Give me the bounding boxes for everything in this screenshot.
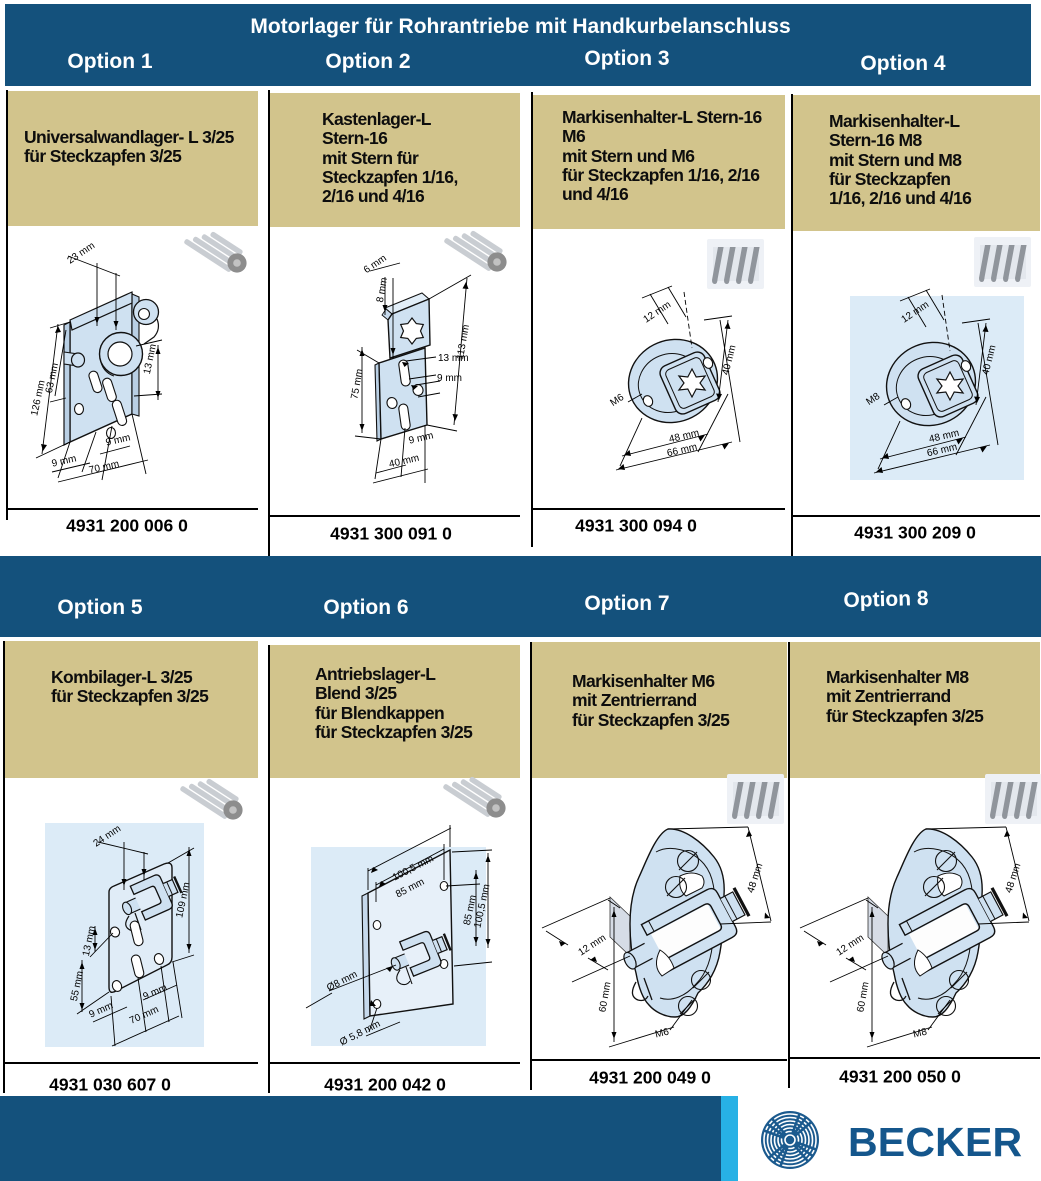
svg-text:13 mm: 13 mm [142, 343, 159, 375]
svg-text:M8: M8 [912, 1026, 928, 1040]
svg-text:8 mm: 8 mm [375, 277, 390, 304]
svg-text:60 mm: 60 mm [597, 981, 613, 1013]
svg-text:12 mm: 12 mm [834, 932, 866, 958]
svg-text:13 mm: 13 mm [438, 353, 469, 364]
svg-text:9 mm: 9 mm [408, 430, 435, 446]
svg-text:9 mm: 9 mm [105, 432, 132, 448]
svg-text:48 mm: 48 mm [1004, 862, 1024, 894]
svg-text:M6: M6 [608, 392, 626, 409]
svg-text:75 mm: 75 mm [349, 368, 365, 400]
svg-text:63 mm: 63 mm [44, 362, 61, 394]
svg-text:40 mm: 40 mm [720, 344, 738, 376]
svg-text:12 mm: 12 mm [576, 932, 608, 958]
svg-text:M6: M6 [654, 1026, 670, 1040]
svg-text:9 mm: 9 mm [51, 453, 78, 469]
svg-text:9 mm: 9 mm [437, 373, 462, 384]
svg-text:70 mm: 70 mm [88, 459, 120, 477]
svg-text:12 mm: 12 mm [642, 299, 673, 325]
svg-text:48 mm: 48 mm [746, 862, 766, 894]
svg-text:60 mm: 60 mm [855, 981, 871, 1013]
svg-text:6 mm: 6 mm [362, 253, 389, 276]
svg-text:40 mm: 40 mm [388, 453, 420, 471]
svg-text:23 mm: 23 mm [66, 240, 97, 266]
